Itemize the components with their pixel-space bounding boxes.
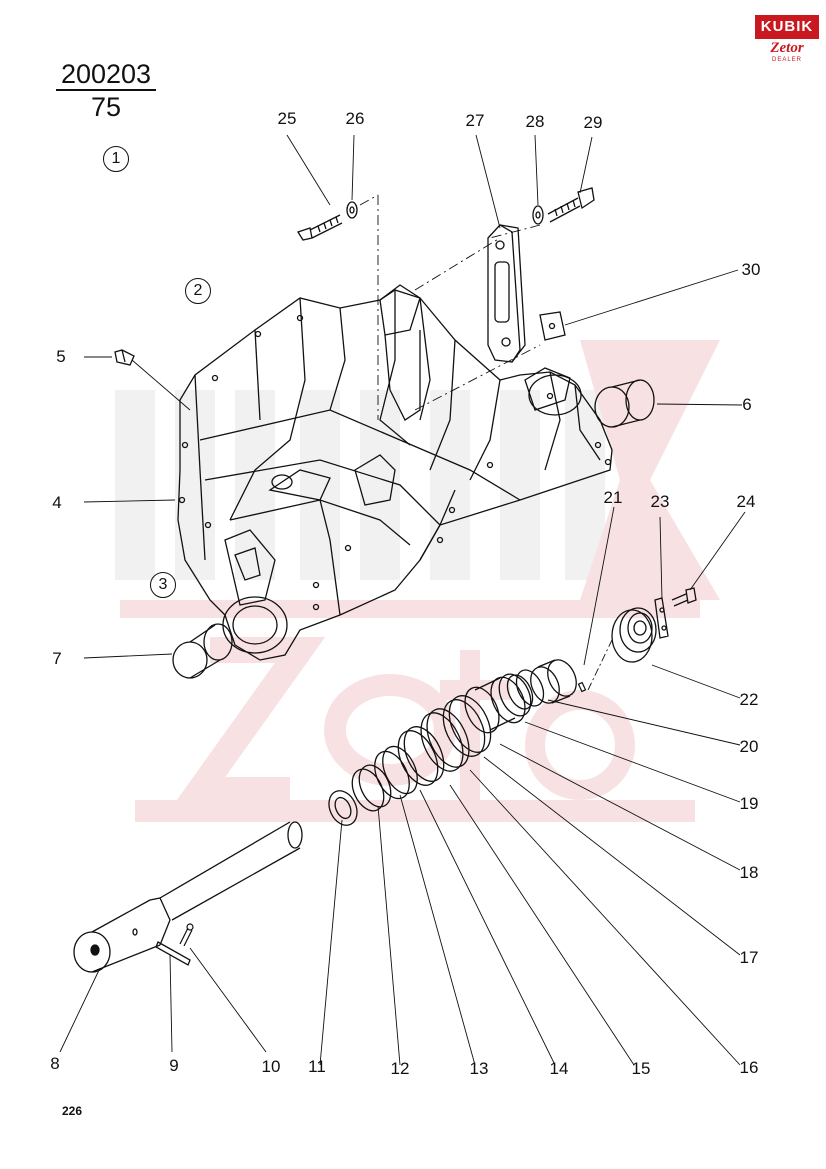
callout-11: 11	[308, 1057, 326, 1076]
callout-14: 14	[549, 1059, 569, 1078]
document-number: 200203 75	[56, 60, 156, 121]
logo-dealer-name: KUBIK	[755, 15, 819, 39]
callout-28: 28	[525, 112, 545, 131]
ring-14	[397, 726, 445, 786]
callout-5: 5	[56, 347, 66, 366]
callout-9: 9	[169, 1056, 179, 1075]
callout-23: 23	[650, 492, 670, 511]
callout-25: 25	[277, 109, 297, 128]
washer-28	[532, 205, 544, 225]
callout-10: 10	[261, 1057, 281, 1076]
callout-17: 17	[739, 948, 759, 967]
callout-4: 4	[52, 493, 62, 512]
leader-lines	[59, 134, 746, 1066]
pin-21	[577, 681, 587, 693]
callout-26: 26	[345, 109, 365, 128]
callout-21: 21	[603, 488, 623, 507]
washer-26	[346, 201, 358, 219]
dealer-logo: KUBIK Zetor DEALER	[755, 15, 819, 70]
callout-18: 18	[739, 863, 759, 882]
callout-30: 30	[741, 260, 761, 279]
plate-27	[487, 224, 526, 363]
washer-11	[328, 790, 358, 826]
grease-nipple-5	[114, 349, 135, 366]
shim-30	[539, 311, 566, 341]
callout-7: 7	[52, 649, 62, 668]
callout-8: 8	[50, 1054, 60, 1073]
ring-16	[442, 695, 492, 757]
bolt-29	[547, 187, 595, 223]
group-marker-3: 3	[150, 572, 176, 598]
callout-22: 22	[739, 690, 759, 709]
bush-17	[464, 676, 526, 734]
logo-brand-name: Zetor	[770, 40, 804, 56]
front-axle-bracket	[177, 284, 613, 661]
ring-15	[420, 708, 470, 772]
screw-24	[671, 587, 697, 607]
callout-27: 27	[465, 111, 485, 130]
bushing-7	[172, 623, 233, 679]
callout-19: 19	[739, 794, 759, 813]
ring-18	[498, 673, 534, 717]
seal-19	[515, 669, 545, 707]
bushing-6	[594, 379, 655, 428]
sleeve-20	[530, 659, 577, 704]
locking-plate-23	[654, 597, 669, 639]
cap-22	[611, 607, 657, 663]
callout-24: 24	[736, 492, 756, 511]
bolt-25	[297, 214, 343, 241]
group-marker-2: 2	[185, 278, 211, 304]
callout-16: 16	[739, 1058, 759, 1077]
pin-8	[73, 821, 303, 973]
callout-12: 12	[390, 1059, 410, 1078]
page-number: 226	[62, 1104, 83, 1118]
callout-6: 6	[742, 395, 752, 414]
callout-13: 13	[469, 1059, 489, 1078]
split-pin-10	[179, 923, 194, 947]
callout-20: 20	[739, 737, 759, 756]
cotter-pin-9	[155, 941, 191, 966]
callout-29: 29	[583, 113, 603, 132]
callout-15: 15	[631, 1059, 651, 1078]
doc-number-sub: 75	[90, 92, 122, 122]
watermark	[115, 340, 720, 822]
doc-number-main: 200203	[56, 60, 156, 91]
logo-subtext: DEALER	[771, 57, 802, 63]
group-marker-1: 1	[103, 146, 129, 172]
ring-13	[374, 745, 418, 800]
